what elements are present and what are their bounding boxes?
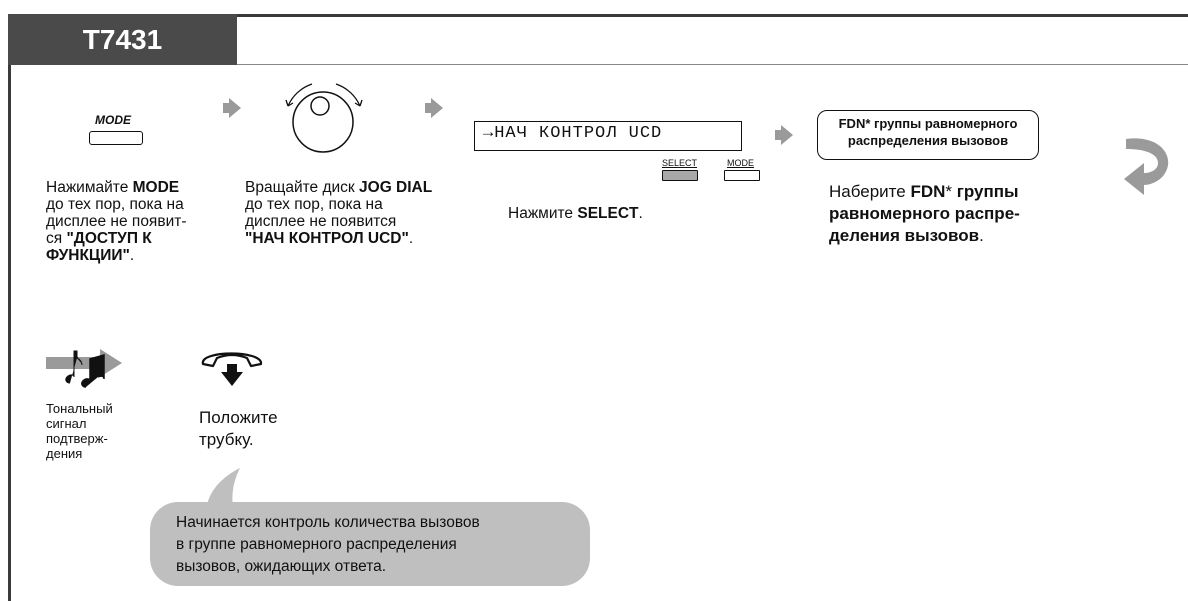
select-key-label: SELECT — [662, 158, 698, 168]
select-key-icon — [662, 170, 698, 181]
step-jog-text: Вращайте диск JOG DIAL до тех пор, пока … — [245, 179, 433, 247]
step-fdn-text: Наберите FDN* группы равномерного распре… — [829, 182, 1020, 245]
lcd-display: →НАЧ КОНТРОЛ UCD — [474, 121, 742, 151]
frame-divider — [8, 64, 1188, 65]
next-arrow-icon — [423, 96, 445, 125]
model-tab: T7431 — [8, 14, 237, 65]
mode-key-icon — [89, 131, 143, 145]
frame-top-border — [8, 14, 1188, 17]
next-arrow-icon — [773, 123, 795, 152]
hangup-label: Положите трубку. — [199, 408, 278, 449]
step-mode-text: Нажимайте MODE до тех пор, пока на диспл… — [46, 179, 187, 264]
mode-small-key-icon — [724, 170, 760, 181]
mode-key-label: MODE — [95, 113, 131, 127]
note-bubble: Начинается контроль количества вызовов в… — [150, 502, 590, 586]
jog-dial-icon — [270, 78, 380, 163]
mode-small-key-label: MODE — [727, 158, 754, 168]
tone-signal-label: Тональный сигнал подтверж- дения — [46, 401, 113, 461]
handset-hangup-icon — [197, 340, 267, 401]
continue-arrow-icon — [1122, 135, 1174, 204]
step-select-text: Нажмите SELECT. — [508, 205, 643, 222]
fdn-label-box: FDN* группы равномерного распределения в… — [817, 110, 1039, 160]
frame-left-border — [8, 14, 11, 601]
next-arrow-icon — [221, 96, 243, 125]
tone-signal-icon — [44, 345, 126, 396]
